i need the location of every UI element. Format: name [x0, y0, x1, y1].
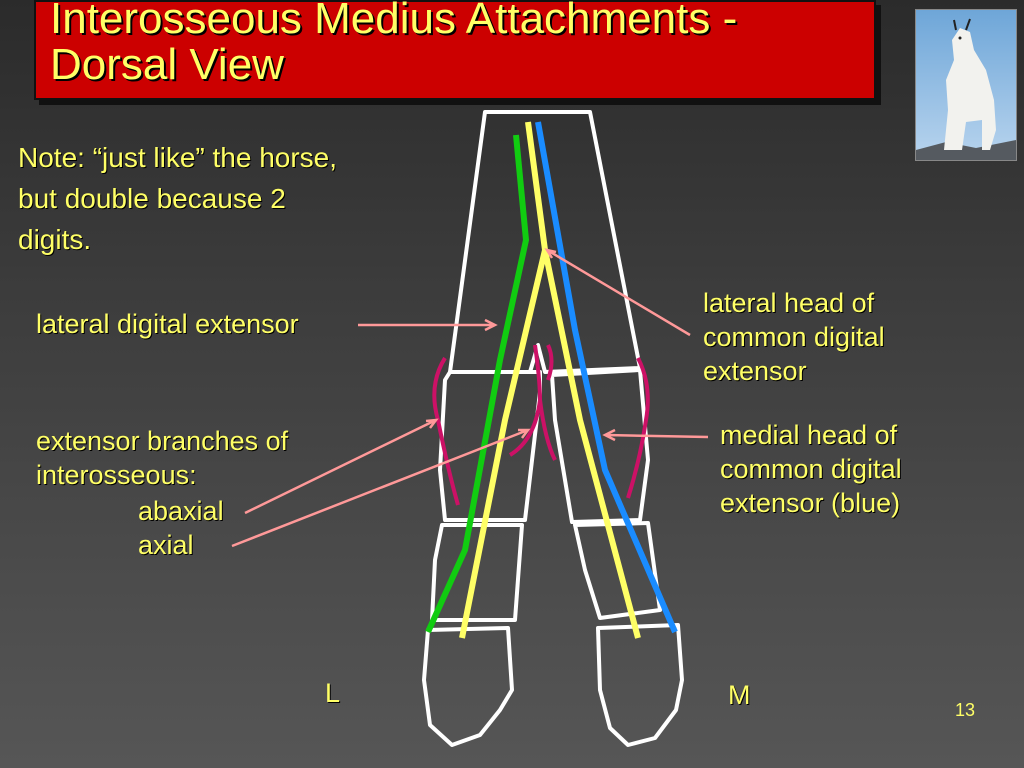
pointer-lateral-digital-extensor	[358, 318, 498, 332]
page-number: 13	[955, 700, 976, 720]
label-M: M	[728, 680, 751, 710]
label-abaxial: abaxial	[138, 496, 224, 526]
medial-distal-phalanx	[596, 623, 684, 747]
label-axial: axial	[138, 530, 194, 560]
pointer-abaxial	[244, 418, 439, 515]
lateral-middle-phalanx	[430, 523, 524, 622]
medial-proximal-phalanx	[550, 368, 650, 524]
lateral-digital-extensor-tendon	[425, 134, 530, 634]
interosseous-abaxial-branch-lateral	[432, 356, 460, 506]
note-text: Note: “just like” the horse, but double …	[18, 142, 338, 255]
lateral-distal-phalanx	[422, 626, 514, 747]
pointer-axial	[231, 428, 531, 548]
interosseous-axial-branches	[508, 344, 557, 461]
label-L: L	[325, 678, 341, 708]
pointer-medial-head	[602, 428, 709, 442]
label-lateral-digital-extensor: lateral digital extensor	[36, 309, 299, 339]
common-digital-extensor-yellow	[459, 121, 641, 639]
slide-title: Interosseous Medius Attachments - Dorsal…	[50, 0, 738, 89]
label-medial-head-common: medial head of common digital extensor (…	[720, 420, 902, 518]
label-extensor-branches: extensor branches of interosseous:	[36, 426, 289, 490]
title-banner: Interosseous Medius Attachments - Dorsal…	[34, 0, 876, 100]
interosseous-abaxial-branch-medial	[626, 357, 650, 499]
pointer-lateral-head	[544, 248, 691, 337]
mountain-goat-photo	[915, 9, 1017, 161]
common-digital-extensor-blue	[535, 121, 678, 634]
label-lateral-head-common: lateral head of common digital extensor	[703, 288, 885, 386]
